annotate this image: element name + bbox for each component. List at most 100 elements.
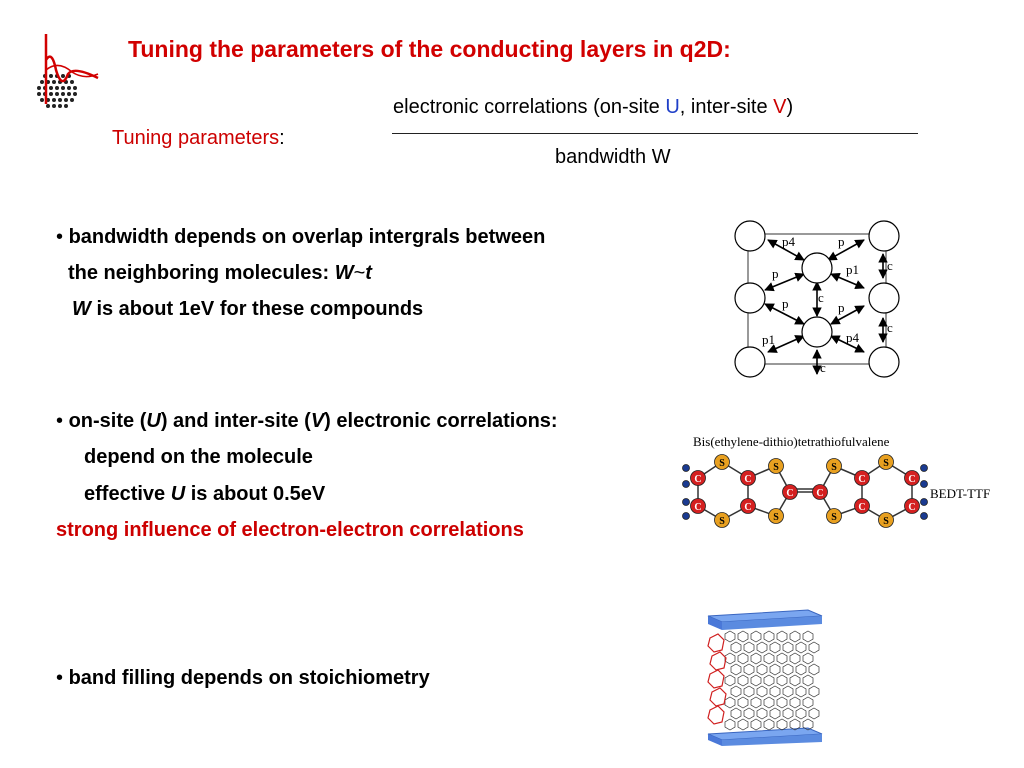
molecule-abbrev: BEDT-TTF [930, 486, 991, 501]
carbon-atom-label: C [786, 488, 793, 499]
sulfur-atom [714, 454, 730, 470]
lattice-site [801, 252, 833, 284]
tuning-label-colon: : [279, 127, 285, 149]
logo-icon [37, 34, 99, 108]
corr-l1-U: U [146, 410, 161, 432]
sulfur-atom [768, 458, 784, 474]
numerator-mid: , inter-site [679, 96, 774, 118]
hydrogen-atom [682, 498, 690, 506]
bandwidth-W: W [334, 262, 354, 284]
lattice-site [868, 220, 900, 252]
lattice-site [801, 316, 833, 348]
filling-text: band filling depends on stoichiometry [68, 667, 430, 689]
numerator-V: V [773, 96, 787, 118]
sulfur-atom [714, 512, 730, 528]
lattice-site [734, 346, 766, 378]
lattice-label: p [838, 234, 845, 249]
numerator-suffix: ) [786, 96, 794, 118]
sulfur-atom-label: S [719, 458, 725, 469]
sulfur-atom [826, 458, 842, 474]
correlations-line-3: effective U is about 0.5eV [84, 483, 325, 506]
lattice-label: c [887, 258, 893, 273]
carbon-atom-label: C [744, 502, 751, 513]
corr-l1-c: ) electronic correlations: [324, 410, 558, 432]
carbon-atom-label: C [694, 474, 701, 485]
bullet: • [56, 667, 64, 689]
corr-l3-b: is about 0.5eV [185, 483, 326, 505]
bullet: • [56, 226, 64, 248]
sulfur-atom-label: S [831, 512, 837, 523]
lattice-site [734, 220, 766, 252]
correlations-line-1: • on-site (U) and inter-site (V) electro… [56, 410, 558, 433]
carbon-atom-label: C [858, 502, 865, 513]
sulfur-atom-label: S [773, 462, 779, 473]
hydrogen-atom [920, 480, 928, 488]
corr-l1-V: V [310, 410, 325, 432]
sulfur-atom [826, 508, 842, 524]
carbon-atom-label: C [908, 474, 915, 485]
fraction-numerator: electronic correlations (on-site U, inte… [393, 96, 793, 119]
carbon-atom-label: C [908, 502, 915, 513]
carbon-atom [740, 470, 756, 486]
sulfur-atom-label: S [831, 462, 837, 473]
carbon-atom [904, 470, 920, 486]
lattice-label: p [838, 300, 845, 315]
bullet: • [56, 410, 64, 432]
lattice-label: c [820, 360, 826, 375]
lattice-label: c [887, 320, 893, 335]
carbon-atom [854, 470, 870, 486]
lattice-label: p1 [846, 262, 859, 277]
corr-l3-U: U [170, 483, 186, 505]
hydrogen-atom [920, 498, 928, 506]
bandwidth-tilde: ~ [353, 262, 366, 284]
bandwidth-line-3-text: is about 1eV for these compounds [90, 298, 424, 320]
layered-structure-illustration [707, 609, 823, 746]
sulfur-atom-label: S [773, 512, 779, 523]
sulfur-atom [878, 512, 894, 528]
corr-l1-b: ) and inter-site ( [160, 410, 311, 432]
carbon-atom [904, 498, 920, 514]
page-title: Tuning the parameters of the conducting … [128, 36, 731, 62]
lattice-label: p1 [762, 332, 775, 347]
carbon-atom [690, 498, 706, 514]
correlations-line-2: depend on the molecule [84, 446, 313, 468]
numerator-prefix: electronic correlations (on-site [393, 96, 666, 118]
carbon-atom [740, 498, 756, 514]
lattice-label: p4 [782, 234, 796, 249]
carbon-atom-label: C [816, 488, 823, 499]
hydrogen-atom [682, 464, 690, 472]
molecule-name: Bis(ethylene-dithio)tetrathiofulvalene [693, 434, 890, 449]
carbon-atom [854, 498, 870, 514]
sulfur-atom-label: S [883, 458, 889, 469]
lattice-label: p4 [846, 330, 860, 345]
sulfur-atom [768, 508, 784, 524]
carbon-atom-label: C [858, 474, 865, 485]
hydrogen-atom [682, 480, 690, 488]
bandwidth-line-3-W: W [72, 298, 91, 320]
corr-l1-a: on-site ( [68, 410, 147, 432]
tuning-label-text: Tuning parameters [112, 127, 280, 149]
corr-l3-a: effective [84, 483, 171, 505]
lattice-site [868, 282, 900, 314]
lattice-site [868, 346, 900, 378]
numerator-U: U [665, 96, 680, 118]
hydrogen-atom [920, 464, 928, 472]
lattice-label: p [772, 266, 779, 281]
bandwidth-line-1-text: bandwidth depends on overlap intergrals … [68, 226, 546, 248]
lattice-label: c [818, 290, 824, 305]
fraction-denominator: bandwidth W [555, 146, 671, 168]
carbon-atom [812, 484, 828, 500]
bandwidth-line-1: • bandwidth depends on overlap intergral… [56, 226, 545, 249]
carbon-atom-label: C [694, 502, 701, 513]
sulfur-atom-label: S [719, 516, 725, 527]
fraction-rule [392, 133, 918, 134]
carbon-atom [782, 484, 798, 500]
filling-line: • band filling depends on stoichiometry [56, 667, 430, 690]
lattice-site [734, 282, 766, 314]
tuning-parameters-label: Tuning parameters: [112, 127, 285, 150]
sulfur-atom [878, 454, 894, 470]
bandwidth-t: t [365, 262, 372, 284]
carbon-atom-label: C [744, 474, 751, 485]
